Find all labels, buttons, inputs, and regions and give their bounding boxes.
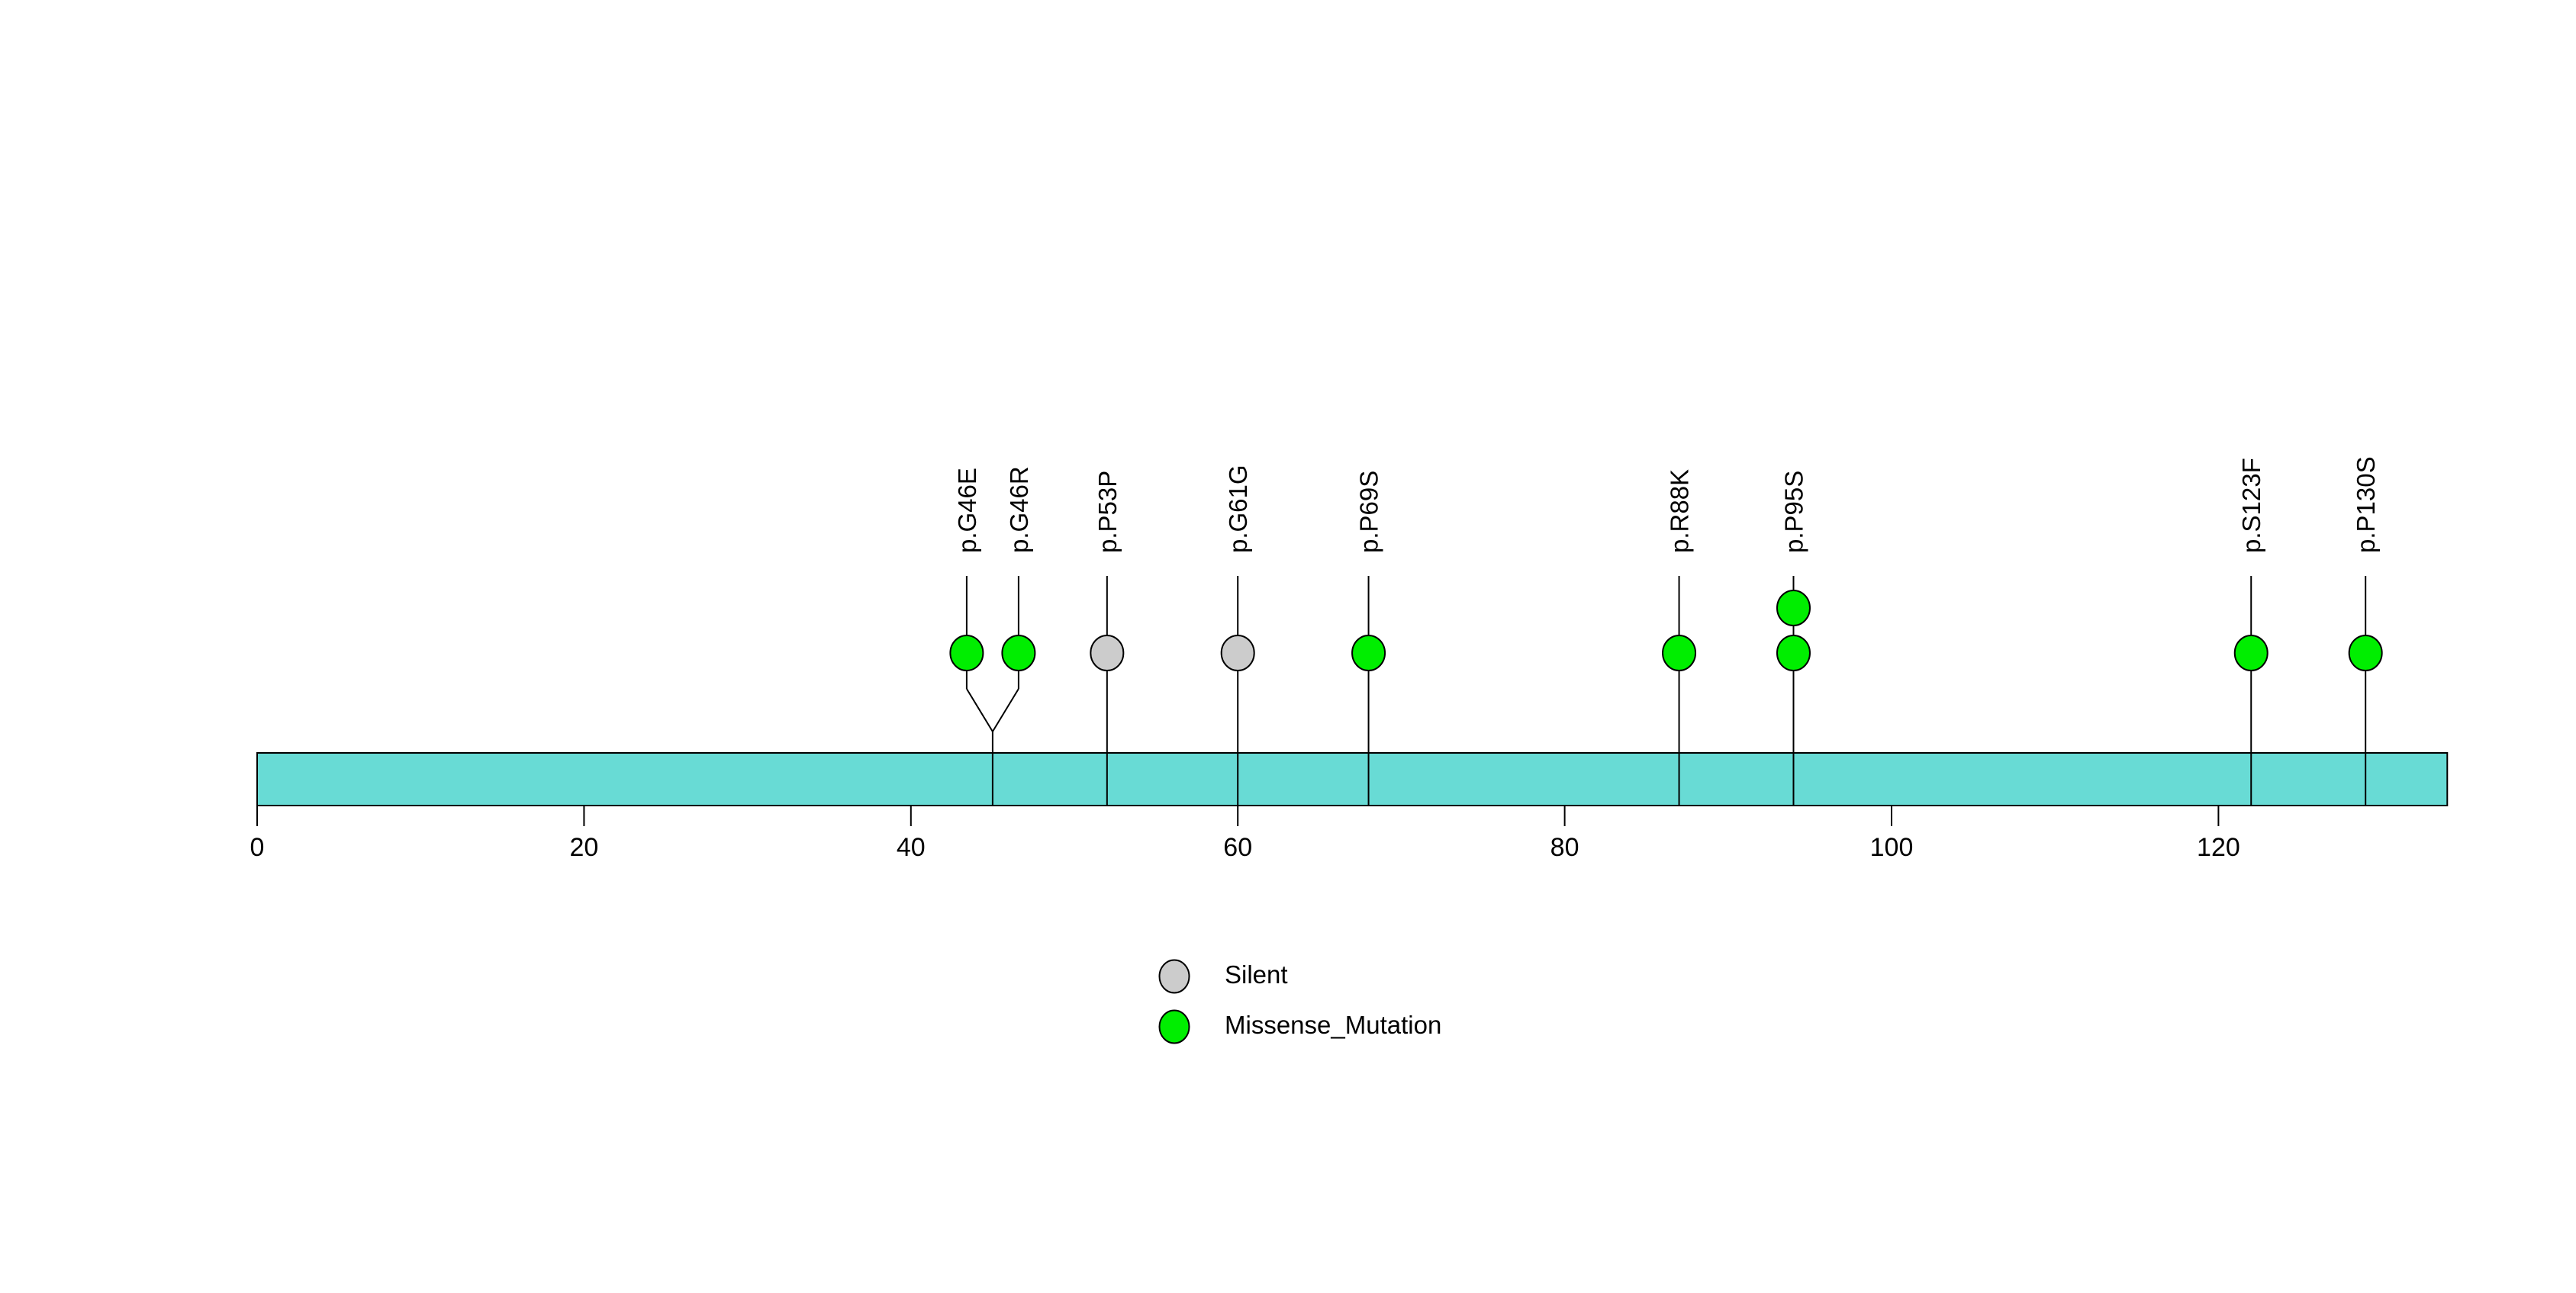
mutation-marker [2348, 635, 2383, 671]
mutation-marker [1090, 635, 1125, 671]
mutation-label: p.P95S [1779, 471, 1808, 553]
mutation-label: p.G46R [1005, 466, 1033, 553]
mutation-label: p.R88K [1666, 469, 1694, 553]
mutation-label: p.G61G [1224, 465, 1252, 553]
lollipop-stick-elbow [992, 688, 1019, 732]
mutation-marker [1220, 635, 1255, 671]
protein-bar [256, 752, 2449, 806]
mutation-marker [2233, 635, 2268, 671]
mutation-label: p.S123F [2237, 458, 2265, 553]
mutation-label: p.P53P [1093, 471, 1122, 553]
axis-tick-label: 120 [2197, 833, 2240, 862]
mutation-marker [949, 635, 984, 671]
legend-label: Silent [1225, 960, 1288, 989]
legend-marker-missense_mutation [1158, 1009, 1190, 1044]
axis-tick-label: 20 [569, 833, 598, 862]
axis-tick-label: 40 [897, 833, 926, 862]
legend-label: Missense_Mutation [1225, 1011, 1441, 1039]
mutation-label: p.P130S [2352, 456, 2380, 553]
axis-tick-label: 100 [1870, 833, 1914, 862]
legend-marker-silent [1158, 959, 1190, 994]
mutation-marker [1662, 635, 1697, 671]
mutation-marker [1351, 635, 1386, 671]
axis-tick-label: 60 [1223, 833, 1252, 862]
mutation-label: p.G46E [953, 468, 981, 553]
axis-tick-label: 0 [250, 833, 265, 862]
lollipop-stick-elbow [966, 688, 993, 732]
mutation-label: p.P69S [1355, 471, 1383, 553]
axis-tick-label: 80 [1550, 833, 1579, 862]
mutation-marker [1776, 635, 1811, 671]
mutation-marker [1776, 590, 1811, 626]
mutation-marker [1001, 635, 1036, 671]
